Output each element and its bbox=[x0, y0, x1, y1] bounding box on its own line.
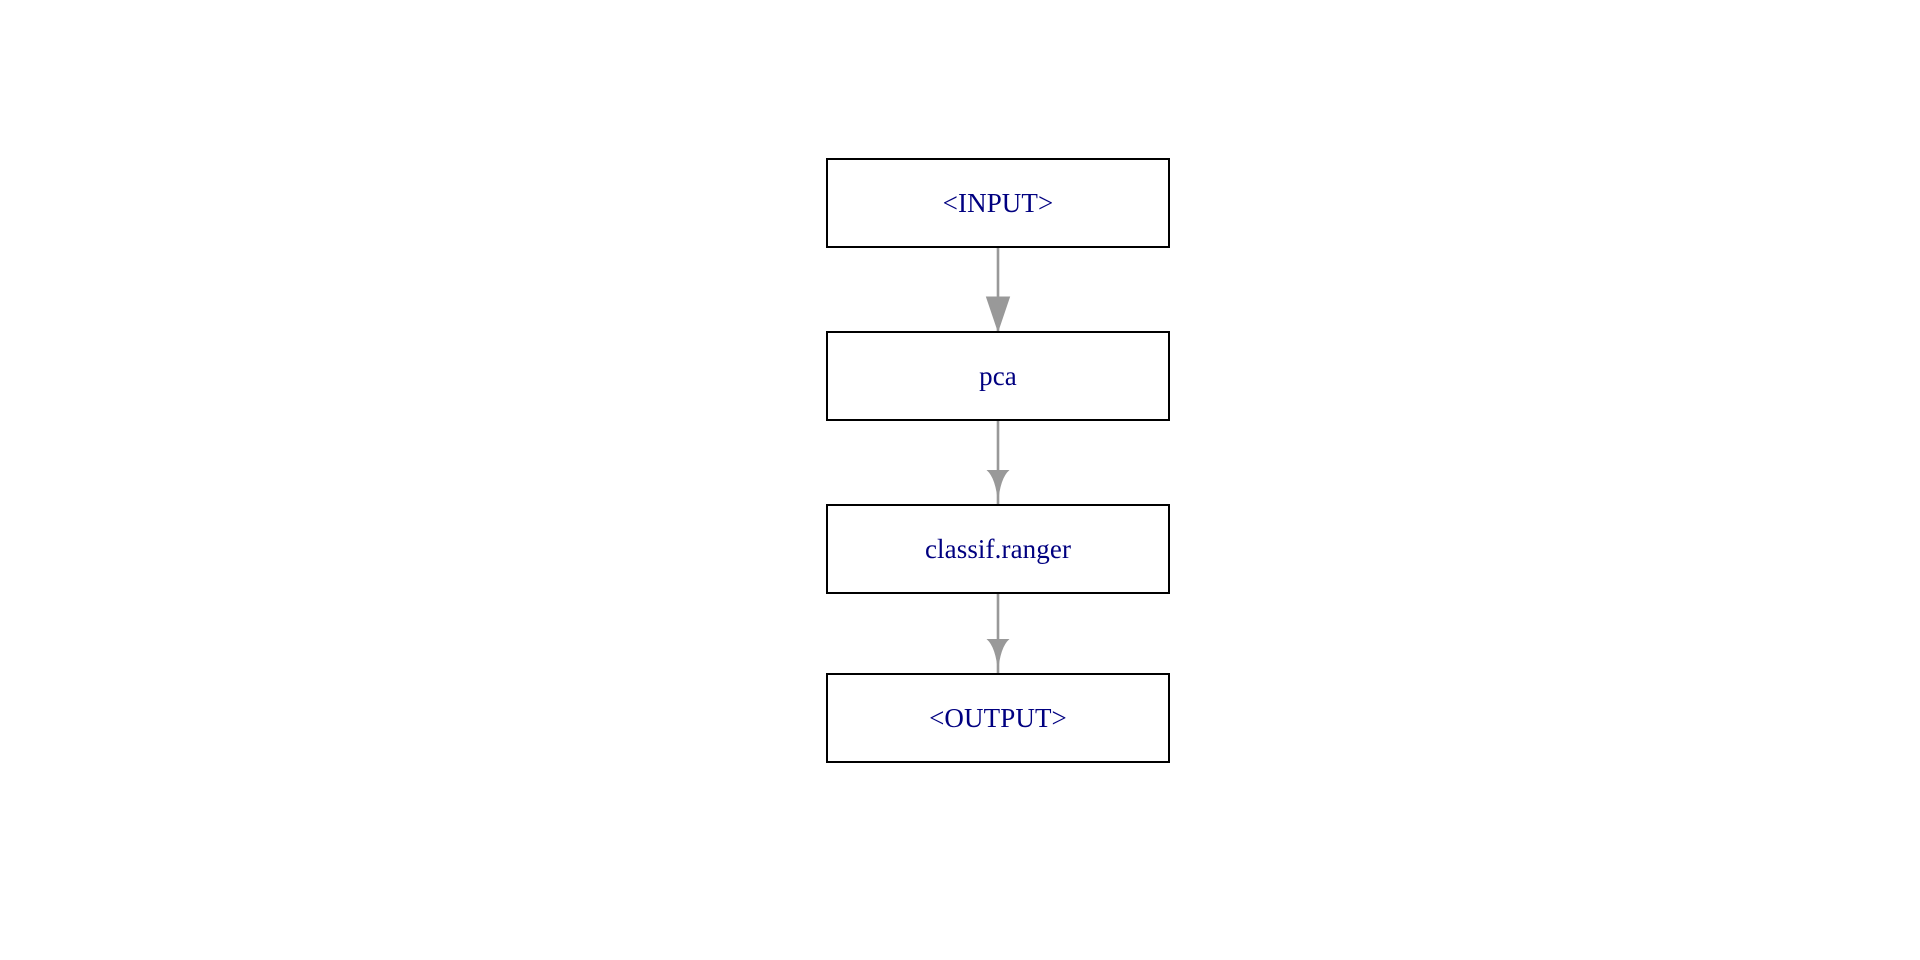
edge-input-to-pca bbox=[985, 248, 1011, 333]
graph-node-classif-ranger-label: classif.ranger bbox=[924, 533, 1072, 564]
graph-node-output[interactable]: <OUTPUT> bbox=[826, 673, 1170, 763]
edge-ranger-to-output bbox=[986, 594, 1010, 673]
graph-node-input[interactable]: <INPUT> bbox=[826, 158, 1170, 248]
graph-node-pca[interactable]: pca bbox=[826, 331, 1170, 421]
graph-node-pca-label: pca bbox=[979, 360, 1017, 391]
graph-node-input-label: <INPUT> bbox=[942, 187, 1054, 218]
graph-node-classif-ranger[interactable]: classif.ranger bbox=[826, 504, 1170, 594]
graph-node-output-label: <OUTPUT> bbox=[929, 702, 1067, 733]
edge-pca-to-ranger bbox=[986, 421, 1010, 504]
